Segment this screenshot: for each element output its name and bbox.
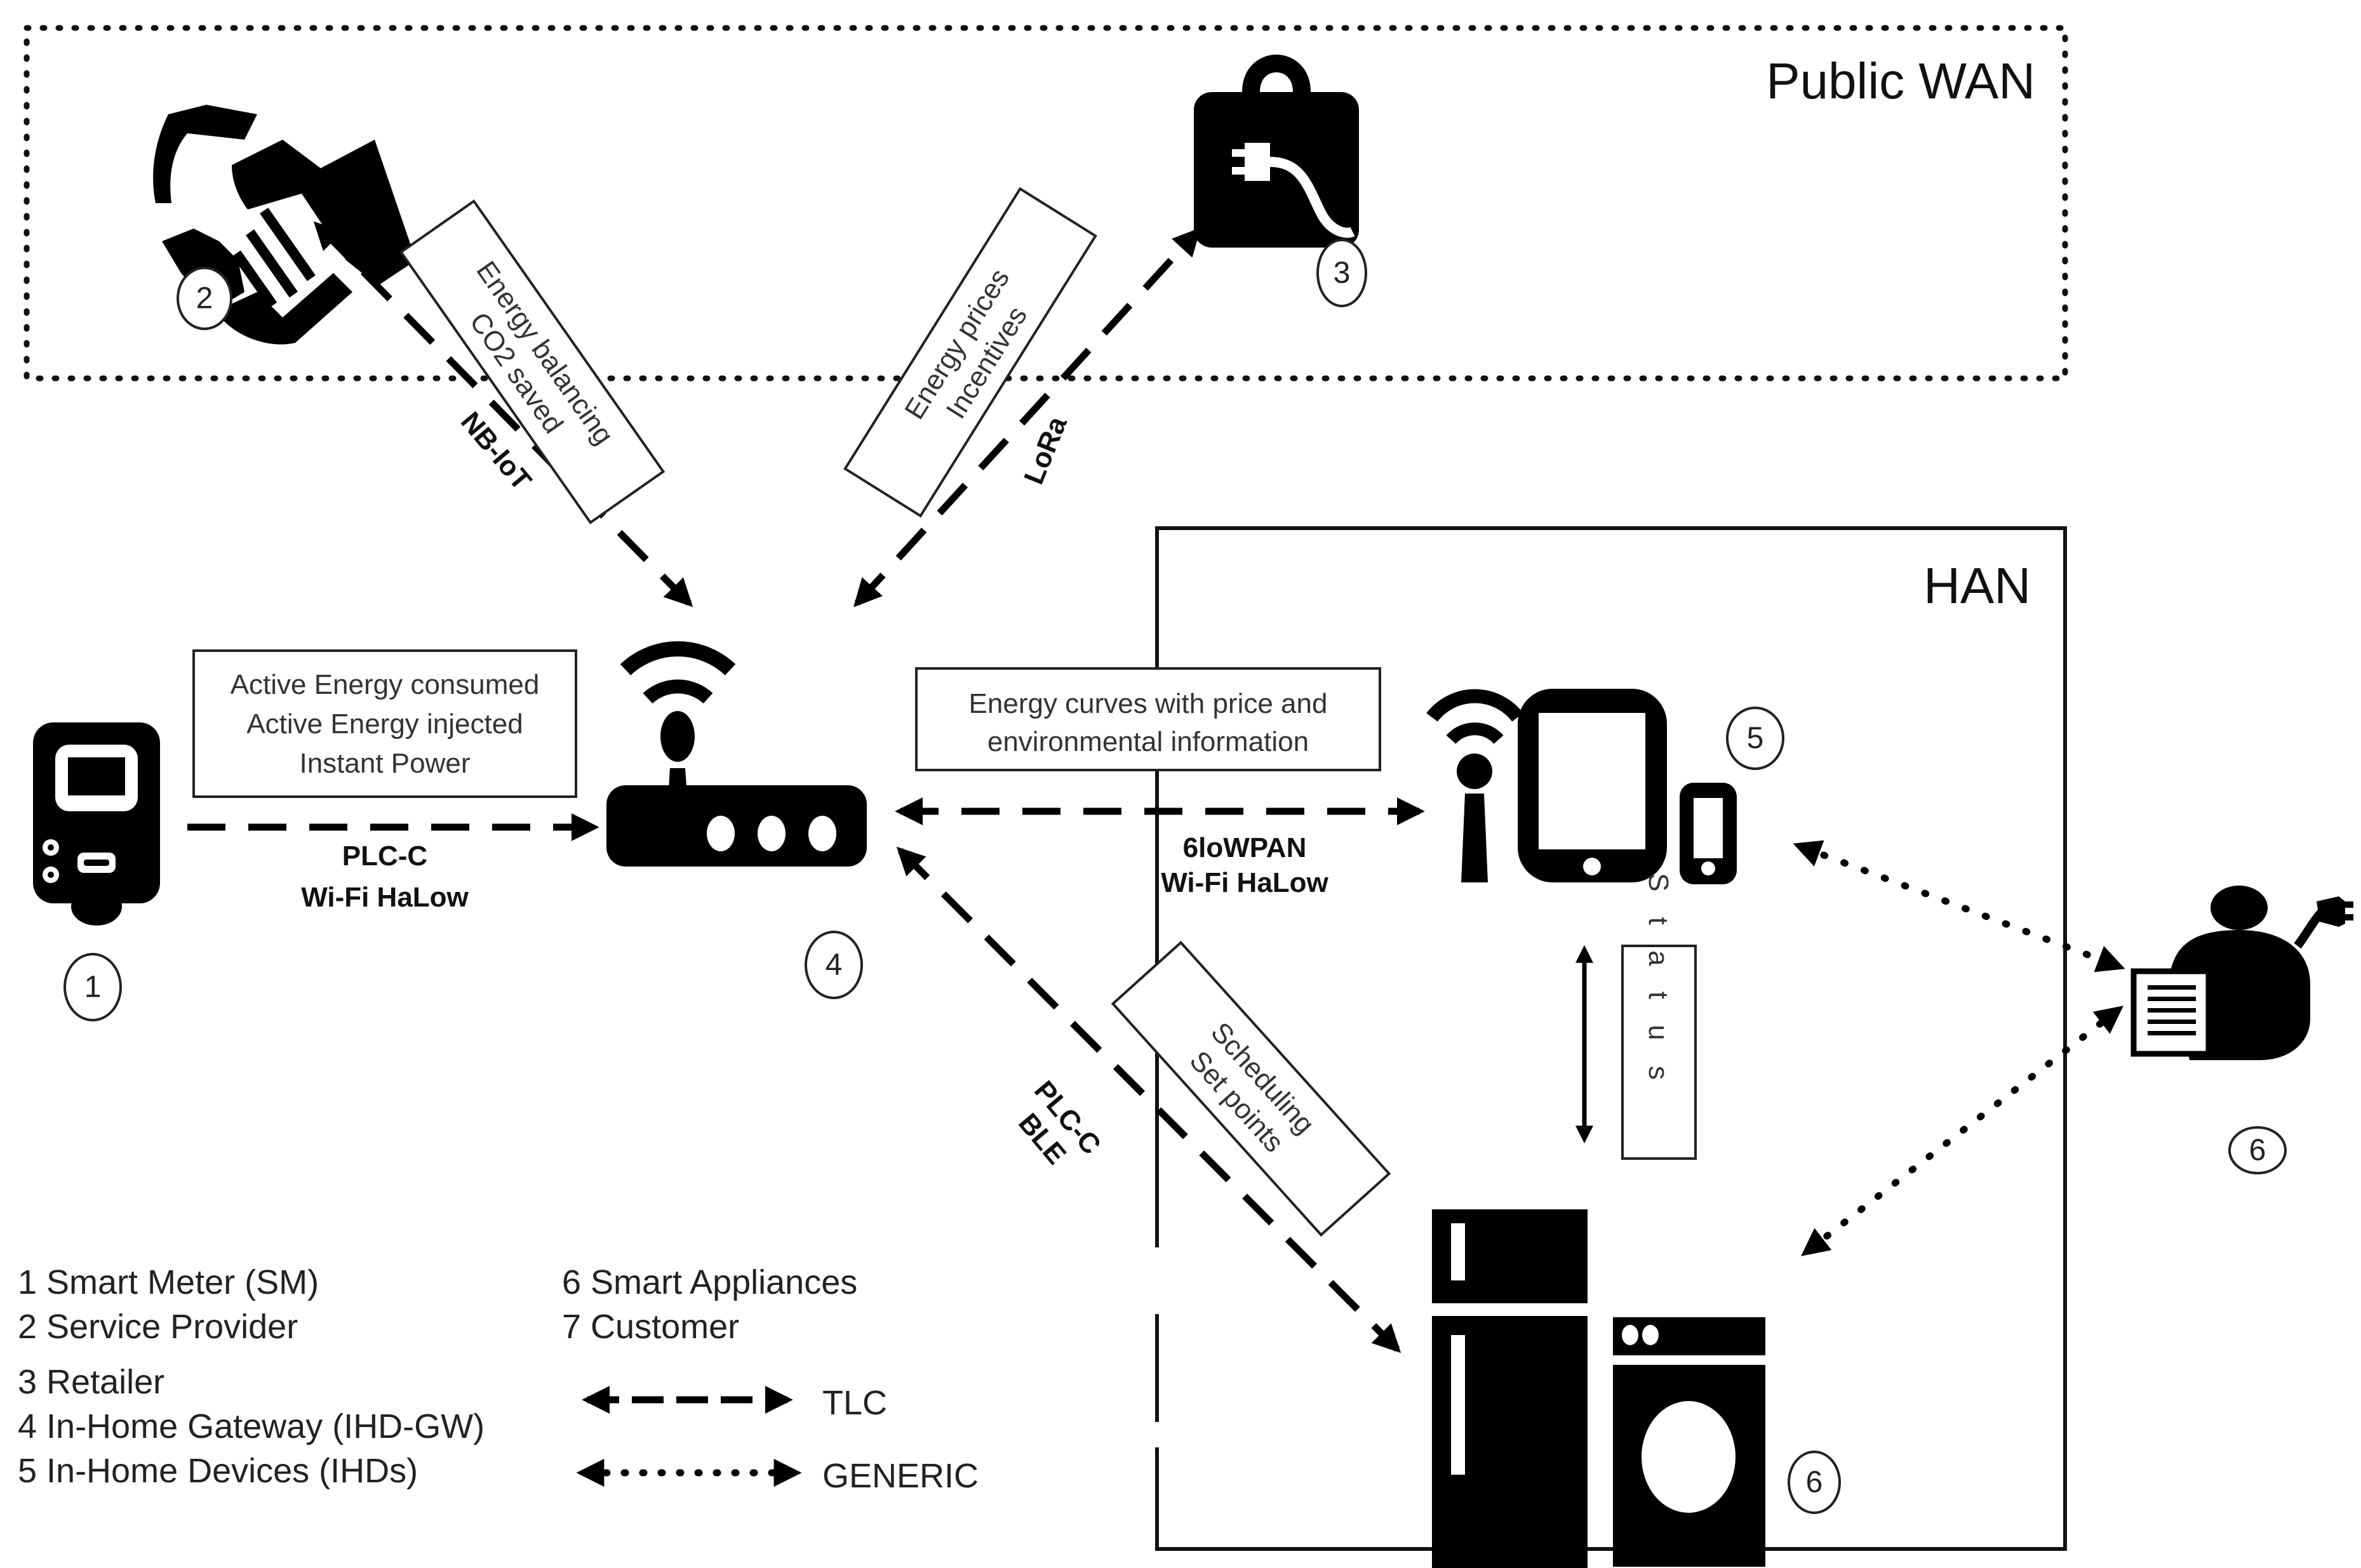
protocol-label-wifi-halow: Wi-Fi HaLow	[301, 882, 469, 913]
public-wan-region: Public WAN	[23, 25, 2068, 382]
legend-item-service-provider: 2 Service Provider	[18, 1308, 298, 1346]
smart-meter-icon[interactable]	[33, 722, 160, 926]
tablet-phone-antenna-icon[interactable]	[1426, 689, 1737, 884]
legend: 1 Smart Meter (SM) 2 Service Provider 3 …	[18, 1263, 979, 1495]
svg-text:environmental information: environmental information	[987, 726, 1309, 757]
protocol-label-plc-c: PLC-C	[342, 840, 427, 872]
svg-text:1: 1	[84, 971, 102, 1004]
shopping-bag-plug-icon[interactable]	[1194, 55, 1359, 248]
node-6-appliances-number: 6	[1788, 1451, 1841, 1514]
node-4-number: 4	[805, 931, 863, 999]
node-2-number: 2	[177, 267, 232, 330]
message-box-meter-data: Active Energy consumed Active Energy inj…	[192, 649, 577, 798]
legend-item-smart-appliances: 6 Smart Appliances	[562, 1263, 857, 1301]
svg-text:6: 6	[1806, 1466, 1823, 1499]
protocol-label-6lowpan: 6loWPAN	[1183, 832, 1307, 863]
message-box-appliances: Scheduling Set points	[1111, 940, 1391, 1237]
tlc-arrow-gateway-retailer	[853, 227, 1201, 608]
svg-text:Active Energy consumed: Active Energy consumed	[231, 669, 540, 700]
person-document-plug-icon[interactable]	[2130, 886, 2353, 1060]
legend-item-gateway: 4 In-Home Gateway (IHD-GW)	[18, 1407, 485, 1445]
legend-item-retailer: 3 Retailer	[18, 1363, 164, 1401]
svg-text:5: 5	[1747, 722, 1764, 755]
message-box-status: S t a t u s	[1621, 873, 1697, 1160]
legend-item-in-home-devices: 5 In-Home Devices (IHDs)	[18, 1452, 418, 1490]
node-3-number: 3	[1316, 239, 1367, 307]
svg-text:6: 6	[2249, 1134, 2266, 1167]
handshake-icon[interactable]	[153, 105, 416, 345]
generic-arrow-appliances-customer	[1801, 1006, 2124, 1256]
generic-arrow-ihd-customer	[1793, 840, 2125, 973]
public-wan-label: Public WAN	[1766, 53, 2035, 109]
node-5-number: 5	[1726, 707, 1784, 770]
legend-item-customer: 7 Customer	[562, 1308, 739, 1346]
legend-generic-label: GENERIC	[822, 1457, 979, 1495]
legend-item-smart-meter: 1 Smart Meter (SM)	[18, 1263, 319, 1301]
node-1-number: 1	[64, 953, 122, 1021]
han-label: HAN	[1923, 557, 2031, 614]
svg-text:S t a t u s: S t a t u s	[1643, 873, 1675, 1089]
node-6-customer-number: 6	[2228, 1126, 2287, 1174]
protocol-label-appliances: PLC-C BLE	[1012, 1075, 1107, 1170]
wifi-router-icon[interactable]	[606, 641, 867, 867]
protocol-label-lora: LoRa	[1018, 412, 1073, 489]
tlc-arrow-gateway-appliances	[896, 846, 1401, 1353]
protocol-label-ihd-wifi-halow: Wi-Fi HaLow	[1161, 867, 1328, 898]
svg-text:Active Energy injected: Active Energy injected	[246, 708, 523, 740]
message-box-retailer: Energy prices Incentives	[843, 187, 1097, 518]
tlc-arrow-gateway-service-provider	[313, 221, 693, 608]
svg-text:4: 4	[826, 948, 843, 982]
message-box-ihd: Energy curves with price and environment…	[915, 667, 1381, 771]
fridge-washer-icon[interactable]	[1432, 1209, 1765, 1568]
svg-text:Instant Power: Instant Power	[299, 748, 470, 779]
svg-text:3: 3	[1334, 256, 1351, 290]
svg-text:2: 2	[196, 282, 213, 316]
svg-text:Energy curves with price and: Energy curves with price and	[969, 688, 1328, 719]
legend-tlc-label: TLC	[822, 1384, 887, 1422]
